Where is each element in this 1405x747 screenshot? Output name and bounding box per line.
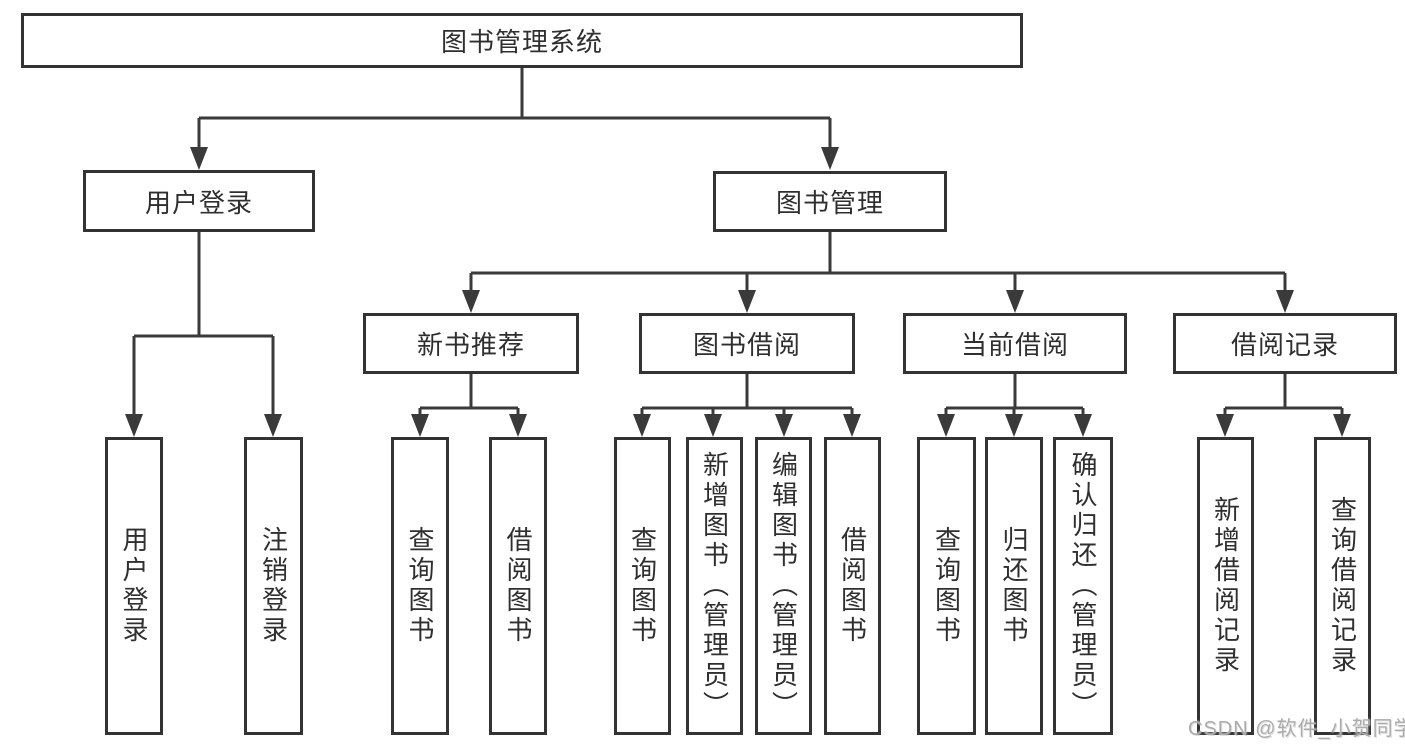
node-confirm-return-admin: 确认归还（管理员） bbox=[1053, 437, 1113, 735]
node-query-books-borrow: 查询图书 bbox=[614, 437, 671, 735]
node-borrow-records: 借阅记录 bbox=[1173, 313, 1397, 374]
node-add-books-admin: 新增图书（管理员） bbox=[686, 437, 743, 735]
node-query-books-current: 查询图书 bbox=[917, 437, 976, 735]
node-borrow-books-recommend: 借阅图书 bbox=[489, 437, 547, 735]
node-current-borrow: 当前借阅 bbox=[903, 313, 1127, 374]
node-user-login: 用户登录 bbox=[83, 170, 315, 232]
node-return-books: 归还图书 bbox=[985, 437, 1043, 735]
node-book-management: 图书管理 bbox=[713, 171, 947, 232]
node-add-borrow-record: 新增借阅记录 bbox=[1197, 437, 1254, 735]
arrowheads bbox=[125, 147, 1351, 437]
node-logout-action: 注销登录 bbox=[244, 437, 303, 735]
node-user-login-action: 用户登录 bbox=[105, 437, 163, 735]
node-edit-books-admin: 编辑图书（管理员） bbox=[755, 437, 812, 735]
node-borrow-books-action: 借阅图书 bbox=[824, 437, 881, 735]
node-query-books-recommend: 查询图书 bbox=[391, 437, 449, 735]
node-new-book-recommend: 新书推荐 bbox=[363, 313, 579, 374]
node-library-system: 图书管理系统 bbox=[21, 13, 1023, 68]
csdn-watermark: CSDN @软件_小贺同学 bbox=[1188, 718, 1405, 740]
node-query-borrow-record: 查询借阅记录 bbox=[1314, 437, 1371, 735]
node-book-borrow: 图书借阅 bbox=[639, 313, 855, 374]
